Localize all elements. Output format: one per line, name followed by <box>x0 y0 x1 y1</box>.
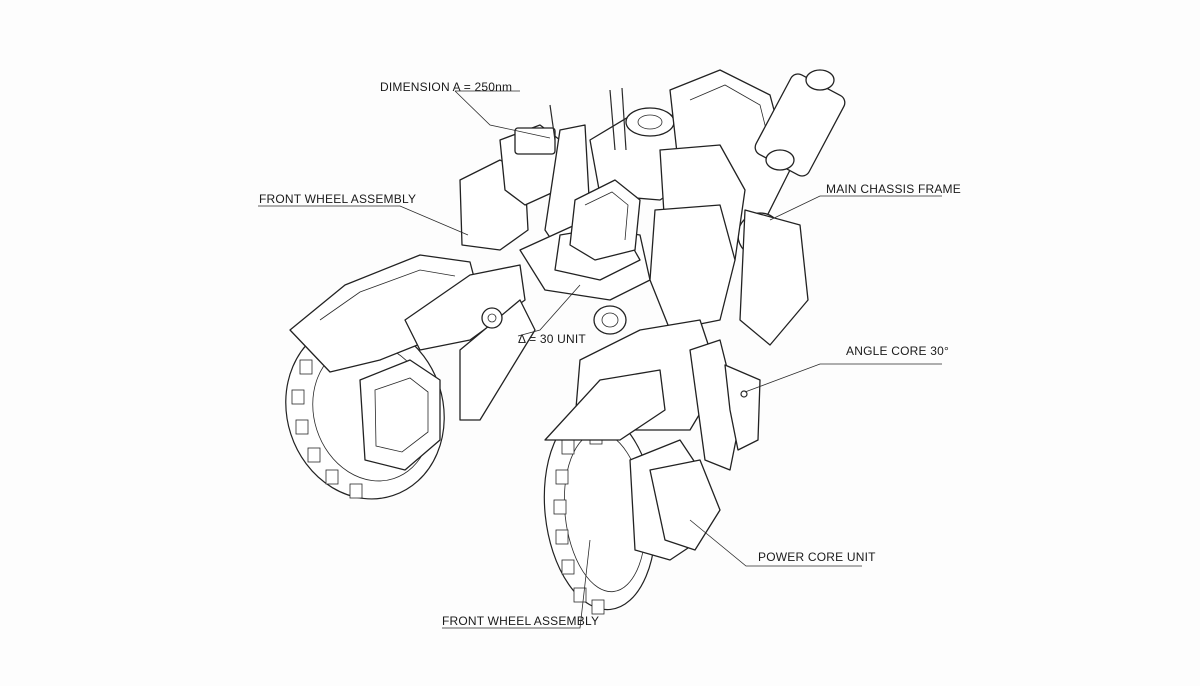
right-front-assembly <box>544 144 761 551</box>
main-chassis-frame-label: MAIN CHASSIS FRAME <box>826 182 961 196</box>
central-body <box>519 87 721 335</box>
power-core-unit-label: POWER CORE UNIT <box>758 550 876 564</box>
callout-leaders <box>258 90 942 629</box>
delta-unit-label: Δ = 30 UNIT <box>518 332 586 346</box>
front-wheel-assembly-label-bottom: FRONT WHEEL ASSEMBLY <box>442 614 600 628</box>
front-wheel-assembly-label-top: FRONT WHEEL ASSEMBLY <box>259 192 417 206</box>
left-fender <box>289 254 536 421</box>
left-shoulder <box>459 104 591 251</box>
angle-core-label: ANGLE CORE 30° <box>846 344 949 358</box>
dimension-a-label: DIMENSION A = 250nm <box>380 80 513 94</box>
